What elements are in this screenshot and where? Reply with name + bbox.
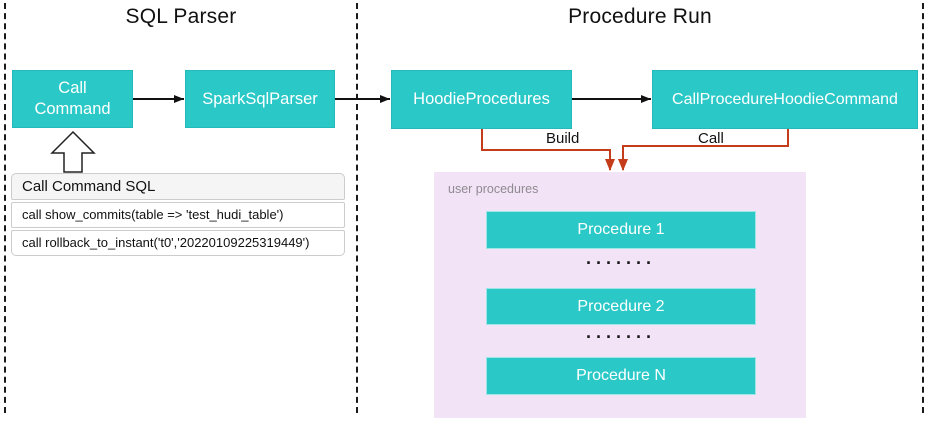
node-hoodie-procedures-label: HoodieProcedures [413, 90, 550, 109]
procedure-box-1: Procedure 1 [486, 211, 756, 249]
procedure-box-2-label: Procedure 2 [577, 297, 665, 315]
user-procedures-label: user procedures [448, 182, 539, 196]
node-call-procedure-hoodie-command: CallProcedureHoodieCommand [652, 70, 918, 129]
dashed-divider-middle [356, 3, 358, 413]
node-spark-sql-parser-label: SparkSqlParser [202, 89, 318, 108]
node-call-command-label-line1: Call [58, 79, 87, 98]
procedure-box-n: Procedure N [486, 357, 756, 395]
sql-statement-row: call rollback_to_instant('t0','202201092… [11, 230, 345, 256]
ellipsis-dots: ······· [586, 253, 656, 273]
sql-statement-row: call show_commits(table => 'test_hudi_ta… [11, 202, 345, 228]
section-title-sql-parser: SQL Parser [125, 5, 237, 28]
node-spark-sql-parser: SparkSqlParser [185, 70, 335, 128]
node-hoodie-procedures: HoodieProcedures [391, 70, 572, 129]
procedure-box-2: Procedure 2 [486, 288, 756, 325]
node-call-procedure-hoodie-command-label: CallProcedureHoodieCommand [672, 90, 898, 108]
procedure-box-1-label: Procedure 1 [577, 221, 665, 238]
sql-example-panel: Call Command SQL call show_commits(table… [11, 173, 345, 256]
edge-label-call: Call [698, 130, 724, 147]
edge-label-build: Build [546, 130, 580, 147]
dashed-divider-left [4, 3, 6, 413]
procedure-box-n-label: Procedure N [576, 367, 666, 384]
sql-panel-header: Call Command SQL [11, 173, 345, 200]
dashed-divider-right [922, 3, 924, 413]
user-procedures-panel: user procedures Procedure 1 ······· Proc… [434, 172, 806, 418]
ellipsis-dots: ······· [586, 327, 656, 347]
node-call-command-label-line2: Command [34, 100, 111, 118]
hollow-up-arrow-icon [50, 130, 96, 173]
section-title-procedure-run: Procedure Run [568, 5, 712, 28]
node-call-command: Call Command [12, 70, 133, 128]
